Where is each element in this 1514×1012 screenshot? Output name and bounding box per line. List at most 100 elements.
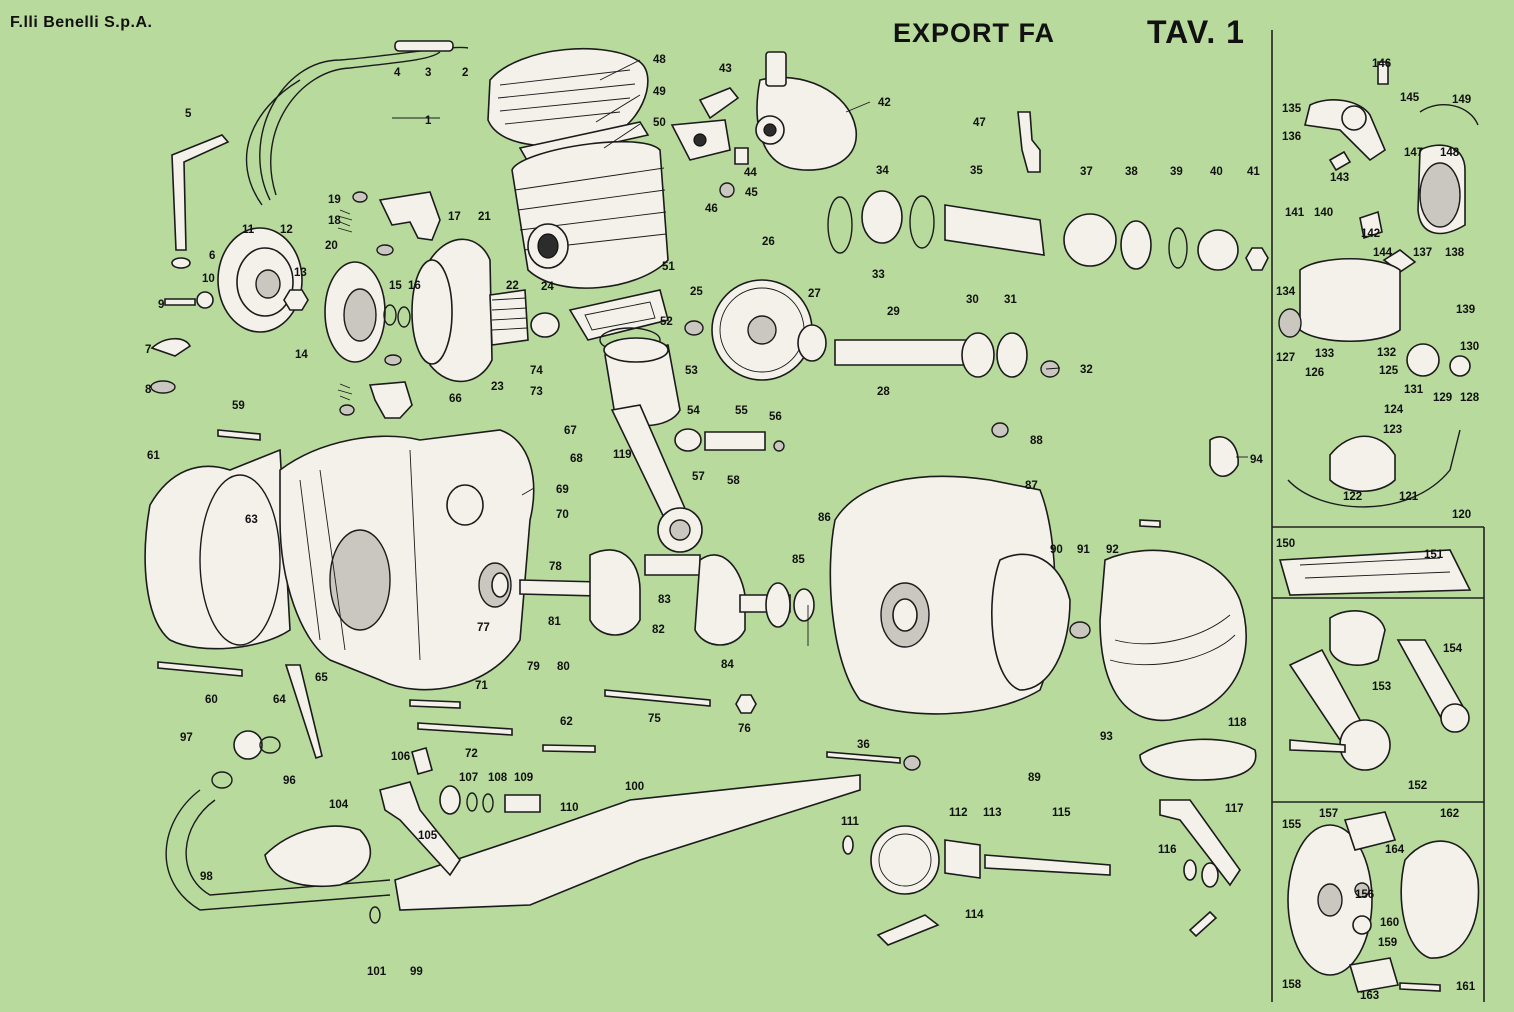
callout-label: 20 [325,240,338,252]
callout-label: 130 [1460,341,1479,353]
callout-label: 19 [328,194,341,206]
callout-label: 150 [1276,538,1295,550]
callout-label: 101 [367,966,387,978]
callout-label: 14 [295,349,308,361]
magneto-set-drawing [1287,811,1480,993]
callout-label: 15 [389,280,402,292]
callout-label: 110 [560,802,579,814]
callout-label: 133 [1315,348,1334,360]
callout-label: 68 [570,453,583,465]
callout-label: 138 [1445,247,1465,259]
callout-label: 92 [1106,544,1119,556]
callout-label: 24 [541,281,554,293]
gasket-set-drawing [1278,549,1472,596]
callout-label: 50 [653,117,666,129]
callout-label: 93 [1100,731,1113,743]
callout-label: 59 [232,400,245,412]
callout-label: 131 [1404,384,1424,396]
callout-label: 117 [1225,803,1244,815]
callout-label: 111 [841,816,860,828]
callout-label: 82 [652,624,665,636]
callout-label: 46 [705,203,718,215]
callout-label: 10 [202,273,215,285]
callout-label: 2 [462,67,468,79]
plate-number: TAV. 1 [1147,14,1245,50]
primary-gear-drawing [684,279,813,381]
callout-label: 72 [465,748,478,760]
callout-label: 157 [1319,808,1338,820]
callout-label: 87 [1025,480,1038,492]
callout-label: 74 [530,365,543,377]
callout-label: 99 [410,966,423,978]
callout-label: 154 [1443,643,1463,655]
clutch-assembly-drawing [411,238,560,383]
callout-label: 160 [1380,917,1399,929]
exhaust-system-drawing [165,730,861,924]
kickstart-shaft-drawing [827,190,1269,271]
callout-label: 77 [477,622,490,634]
bearings-drawing [674,324,1060,452]
callout-label: 107 [459,772,478,784]
callout-label: 81 [548,616,561,628]
callout-label: 126 [1305,367,1324,379]
footrest-drawing [264,747,541,887]
callout-label: 120 [1452,509,1471,521]
callout-label: 115 [1052,807,1071,819]
callout-label: 135 [1282,103,1302,115]
left-crankcase-drawing [144,429,535,691]
callout-label: 51 [662,261,675,273]
callout-label: 16 [408,280,421,292]
callout-label: 149 [1452,94,1471,106]
callout-label: 32 [1080,364,1093,376]
callout-label: 11 [242,224,255,236]
callout-label: 86 [818,512,831,524]
callout-label: 163 [1360,990,1379,1002]
callout-label: 7 [145,344,151,356]
callout-label: 6 [209,250,215,262]
callout-label: 27 [808,288,821,300]
callout-label: 158 [1282,979,1302,991]
callout-label: 56 [769,411,782,423]
callout-label: 52 [660,316,673,328]
callout-label: 4 [394,67,401,79]
callout-label: 106 [391,751,410,763]
callout-label: 164 [1385,844,1405,856]
model-title: EXPORT FA [893,18,1056,48]
callout-label: 109 [514,772,533,784]
callout-label: 28 [877,386,890,398]
callout-label: 118 [1228,717,1247,729]
callout-label: 144 [1373,247,1393,259]
callout-label: 129 [1433,392,1452,404]
callout-label: 91 [1077,544,1090,556]
callout-label: 84 [721,659,734,671]
callout-label: 100 [625,781,644,793]
throttle-cable-drawing [245,40,469,206]
callout-label: 40 [1210,166,1223,178]
callout-label: 62 [560,716,573,728]
callout-label: 80 [557,661,570,673]
callout-label: 13 [294,267,307,279]
callout-label: 43 [719,63,732,75]
callout-label: 44 [744,167,757,179]
callout-label: 48 [653,54,666,66]
callout-label: 64 [273,694,286,706]
callout-label: 116 [1158,844,1177,856]
callout-label: 119 [613,449,632,461]
callout-label: 33 [872,269,885,281]
callout-label: 1 [425,115,432,127]
callout-label: 141 [1285,207,1305,219]
callout-label: 156 [1355,889,1374,901]
callout-label: 70 [556,509,569,521]
callout-label: 146 [1372,58,1391,70]
callout-label: 69 [556,484,569,496]
callout-label: 147 [1404,147,1423,159]
callout-label: 114 [965,909,984,921]
rear-gear-drawing [842,738,1257,946]
callout-label: 94 [1250,454,1263,466]
callout-label: 97 [180,732,193,744]
callout-label: 142 [1361,228,1380,240]
callout-label: 162 [1440,808,1459,820]
callout-label: 113 [983,807,1002,819]
